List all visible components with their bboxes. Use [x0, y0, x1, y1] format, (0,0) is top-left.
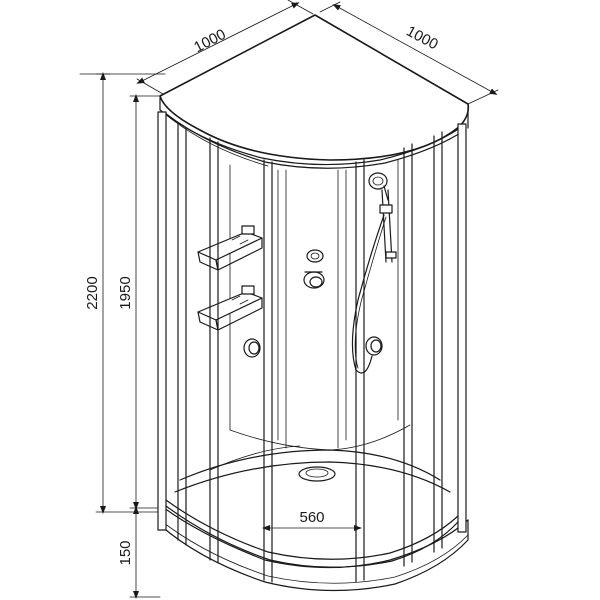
tray-inner-edge [179, 449, 441, 481]
bottom-rail [165, 499, 459, 560]
drain-icon [298, 466, 336, 482]
roof-top-surface [159, 14, 470, 161]
shower-head-icon [368, 172, 389, 201]
shower-tray [159, 424, 469, 592]
ext-line-apex-right [319, 1, 341, 13]
back-wall [229, 159, 399, 449]
post-left [157, 111, 167, 531]
post-right [457, 123, 467, 533]
mixer-knob [303, 271, 325, 289]
tray-front-face [159, 509, 469, 592]
body-jet-upper [306, 249, 324, 263]
shower-rail [379, 189, 397, 263]
dim-width-left [136, 2, 300, 84]
label-tray-height: 150 [117, 540, 134, 565]
right-wall-knob [365, 336, 383, 356]
ext-line-top-apex [287, 0, 314, 15]
label-width-left: 1000 [191, 26, 228, 56]
fixtures [243, 172, 397, 374]
dimension-labels: 1000 1000 2200 1950 150 560 [84, 23, 441, 566]
frame-and-doors [157, 111, 467, 583]
dim-width-right [332, 4, 498, 95]
ext-line-right [467, 89, 499, 105]
label-total-height: 2200 [84, 276, 101, 309]
shelf-upper [197, 225, 263, 271]
left-wall-knob [243, 338, 261, 358]
cabin-roof [159, 14, 470, 169]
label-door-opening: 560 [299, 509, 324, 526]
label-cabin-height: 1950 [117, 276, 134, 309]
dimension-lines [79, 0, 499, 599]
label-width-right: 1000 [403, 23, 440, 54]
corner-shelves [197, 225, 263, 331]
